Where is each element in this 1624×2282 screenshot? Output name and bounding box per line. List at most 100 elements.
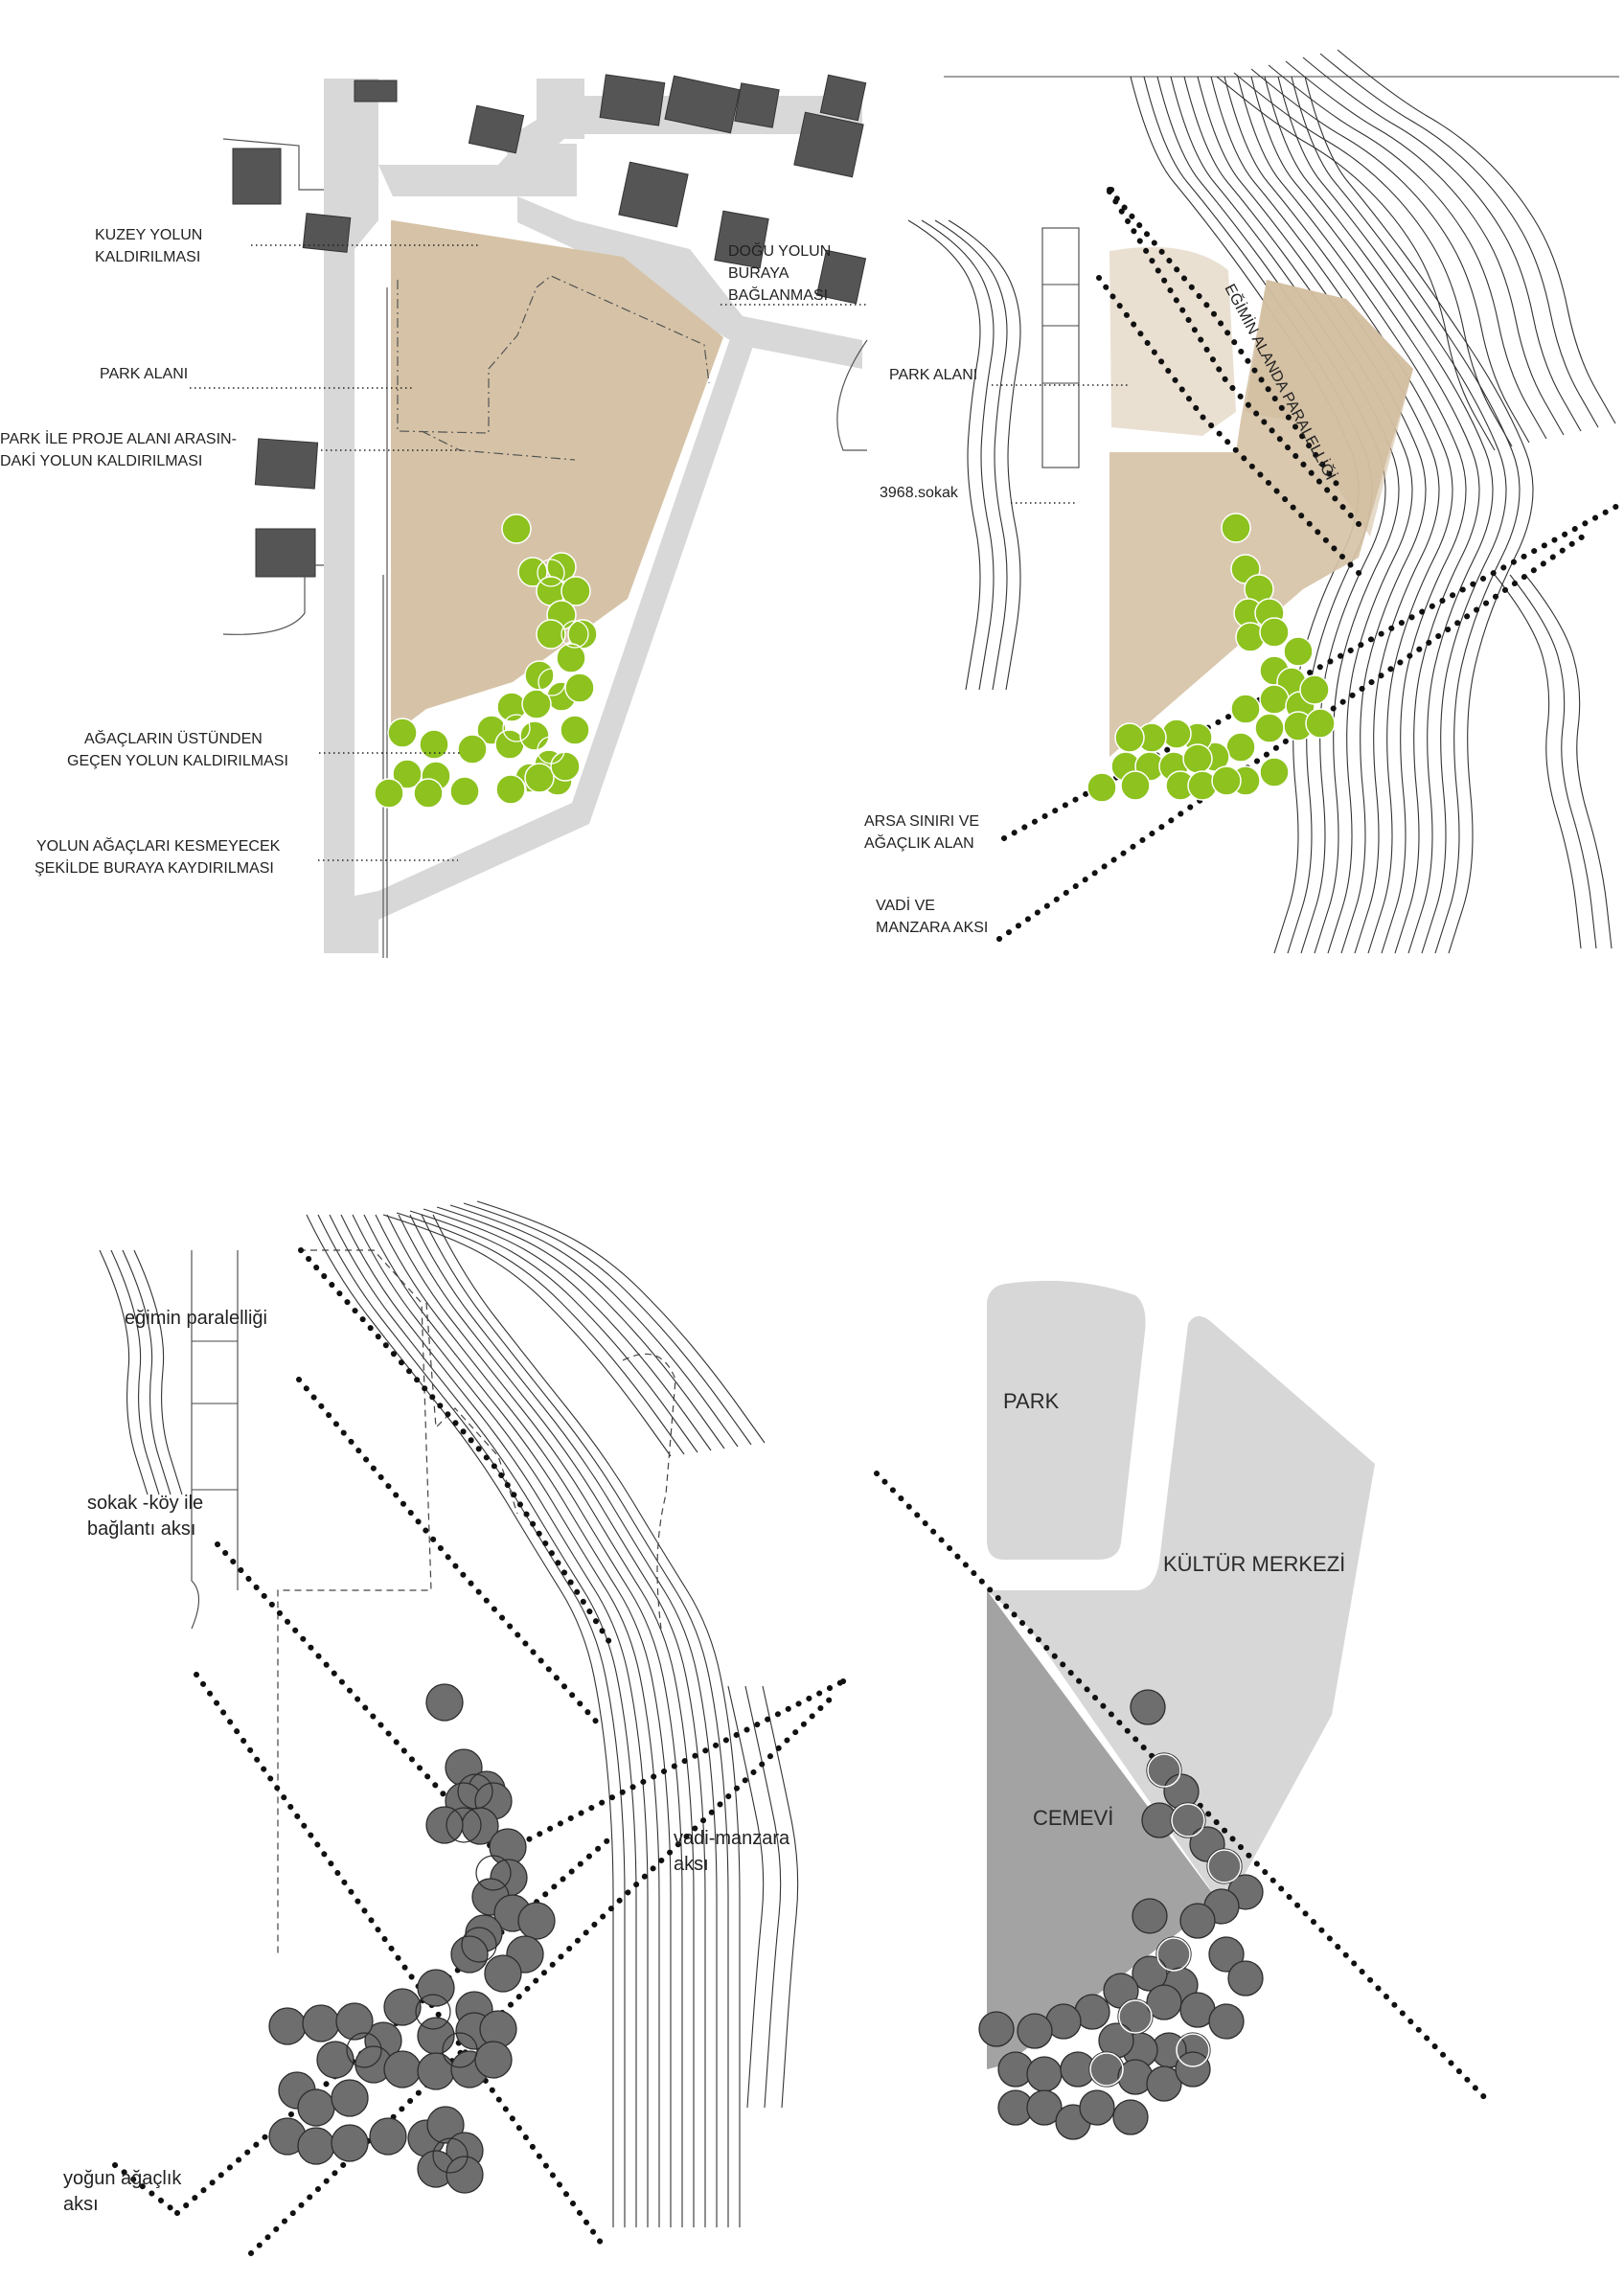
- contour: [352, 1214, 660, 2227]
- tree-green: [1211, 765, 1242, 796]
- p1-leaders: [190, 244, 867, 861]
- tree-green: [1225, 732, 1256, 763]
- label-park-ile-1: PARK İLE PROJE ALANI ARASIN-: [0, 429, 237, 447]
- label-kultur-merkezi: KÜLTÜR MERKEZİ: [1163, 1552, 1345, 1576]
- contour: [409, 1214, 718, 2227]
- tree-green: [501, 513, 532, 544]
- contour: [363, 1214, 672, 2227]
- contour: [449, 1204, 739, 1448]
- tree-dark: [1026, 2056, 1063, 2092]
- panel-axes-analysis: eğimin paralelliği sokak -köy ile bağlan…: [63, 1200, 846, 2256]
- tree-dark: [425, 1683, 464, 1722]
- contour: [934, 219, 1008, 691]
- tree-dark: [425, 1806, 464, 1844]
- tree-green: [1259, 757, 1290, 787]
- contour: [1524, 574, 1613, 949]
- contour: [432, 1214, 741, 2227]
- tree-dark: [1206, 1848, 1243, 1884]
- tree-outline: [346, 2032, 382, 2068]
- contour: [1197, 76, 1427, 954]
- tree-outline: [1118, 1999, 1153, 2034]
- contour: [727, 1685, 765, 2109]
- tree-green: [524, 763, 555, 793]
- label-arsa-siniri-2: AĞAÇLIK ALAN: [864, 833, 974, 852]
- contour: [1250, 68, 1530, 444]
- contour: [306, 1214, 614, 2227]
- tree-green: [564, 673, 595, 703]
- label-agaclarin-1: AĞAÇLARIN ÜSTÜNDEN: [84, 729, 263, 747]
- contour: [1268, 64, 1547, 440]
- contour: [1250, 76, 1480, 954]
- zone-kultur-merkezi: [987, 1315, 1375, 1902]
- contour: [421, 1214, 729, 2227]
- tree-dark: [1146, 2065, 1182, 2102]
- tree-outline: [1207, 1849, 1242, 1883]
- tree-dark: [331, 2079, 369, 2117]
- label-vadi-manzara-1: vadi-manzara: [674, 1828, 790, 1849]
- tree-green: [1230, 694, 1261, 724]
- tree-dark: [1130, 1689, 1166, 1725]
- contour: [122, 1249, 172, 1495]
- contour: [436, 1206, 725, 1449]
- tree-group-green: [1086, 513, 1336, 803]
- contour: [409, 1210, 698, 1453]
- tree-dark: [417, 2052, 455, 2090]
- tree-group-dark: [978, 1689, 1264, 2140]
- label-cemevi: CEMEVİ: [1033, 1806, 1113, 1830]
- contour: [382, 1214, 672, 1457]
- panel-zoning: PARK KÜLTÜR MERKEZİ CEMEVİ: [874, 1280, 1493, 2140]
- site-area: [391, 220, 723, 736]
- contour: [398, 1214, 706, 2227]
- label-dogu-yolun-2: BURAYA: [728, 265, 789, 282]
- contour: [921, 219, 995, 691]
- label-kuzey-yolun-2: KALDIRILMASI: [95, 249, 200, 265]
- tree-dark: [1146, 1984, 1182, 2020]
- tree-outline: [1089, 2052, 1124, 2087]
- label-park-ile-2: DAKİ YOLUN KALDIRILMASI: [0, 451, 202, 469]
- tree-dark: [369, 2117, 407, 2156]
- tree-dark: [1017, 2013, 1053, 2049]
- panel-road-plan: KUZEY YOLUN KALDIRILMASI DOĞU YOLUN BURA…: [0, 74, 868, 958]
- tree-green: [1299, 674, 1330, 705]
- contour: [1264, 76, 1494, 954]
- tree-outline: [446, 1807, 482, 1843]
- street-strip: [191, 1250, 239, 1630]
- tree-green: [413, 778, 444, 809]
- contour: [1337, 49, 1616, 424]
- buildings: [232, 74, 867, 578]
- tree-dark: [978, 2011, 1015, 2047]
- label-kuzey-yolun-1: KUZEY YOLUN: [95, 227, 202, 243]
- tree-dark: [1208, 2003, 1245, 2040]
- contour: [317, 1214, 626, 2227]
- tree-green: [1254, 713, 1285, 743]
- tree-green: [496, 692, 527, 722]
- tree-dark: [316, 2041, 355, 2079]
- tree-dark: [1227, 1960, 1264, 1997]
- tree-green: [374, 778, 404, 809]
- slope-parallel-axis-1: [298, 1247, 616, 1651]
- tree-dark: [450, 1935, 489, 1974]
- tree-green: [560, 715, 590, 745]
- contour: [1291, 76, 1521, 954]
- tree-outline: [502, 714, 531, 742]
- tree-dark: [417, 2017, 455, 2055]
- tree-green: [550, 751, 581, 782]
- tree-green: [1221, 513, 1251, 543]
- tree-dark: [302, 2004, 340, 2042]
- tree-dark: [1112, 2099, 1149, 2135]
- label-sokak-koy-1: sokak -köy ile: [87, 1493, 203, 1514]
- label-yolun-agaclari-1: YOLUN AĞAÇLARI KESMEYECEK: [36, 836, 281, 855]
- tree-green: [1283, 636, 1314, 667]
- tree-green: [1114, 722, 1145, 753]
- tree-green: [387, 718, 418, 748]
- label-yogun-agaclik-1: yoğun ağaçlık: [63, 2168, 182, 2189]
- p2-leaders: [992, 384, 1131, 504]
- contour: [948, 219, 1021, 691]
- label-egimin-paralelligi: eğimin paralelliği: [125, 1308, 267, 1329]
- tree-dark: [383, 2050, 422, 2088]
- contour: [1285, 60, 1565, 436]
- contour: [133, 1249, 183, 1495]
- tree-dark: [1179, 1903, 1216, 1939]
- tree-dark: [1026, 2089, 1063, 2126]
- contour: [1183, 76, 1413, 954]
